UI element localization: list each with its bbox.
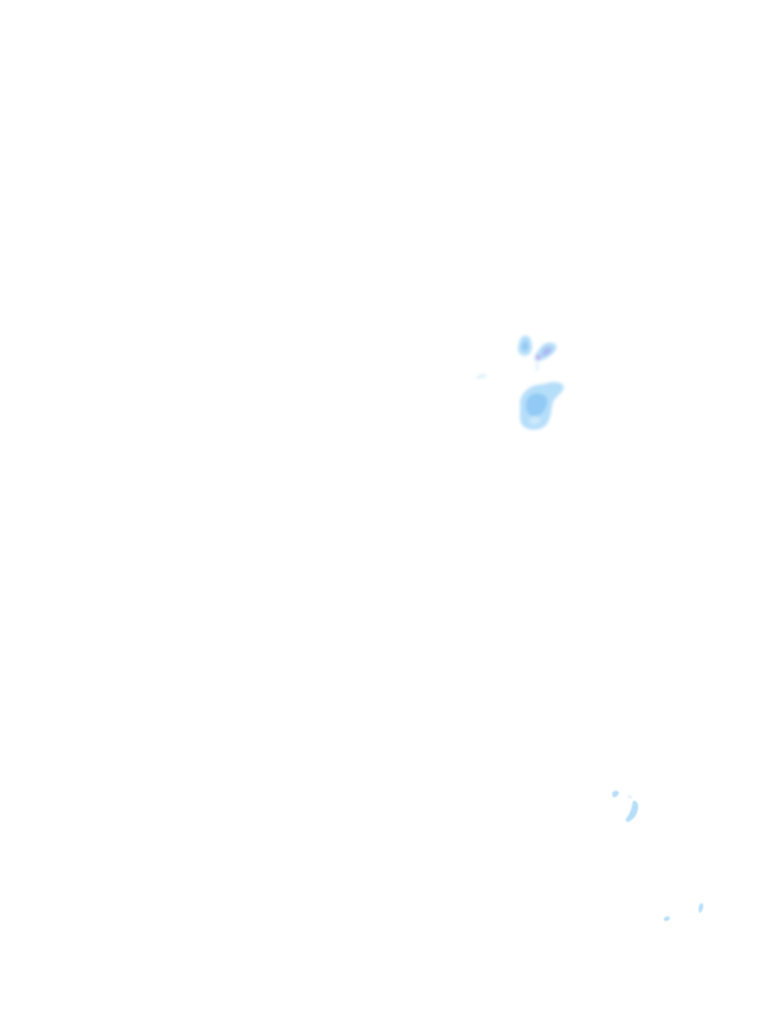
precip-fleck-south-2 <box>698 903 704 913</box>
precip-cluster-lower <box>612 790 704 922</box>
precip-fleck-south-1 <box>664 916 670 922</box>
precip-fleck-southeast-2 <box>627 795 633 799</box>
precip-band-southeast <box>625 800 639 822</box>
precip-cell-main-core <box>526 393 548 417</box>
precip-fleck-west <box>476 373 487 379</box>
precip-cell-north-right-hotspot <box>536 354 541 361</box>
precip-cluster-upper <box>476 335 564 430</box>
precip-cell-main-gap <box>529 416 541 425</box>
precip-cell-north-left-core <box>521 341 529 351</box>
precip-fleck-southeast-1 <box>612 790 619 798</box>
precip-tail-north <box>536 362 539 371</box>
precip-cell-north-right-core <box>541 346 552 357</box>
